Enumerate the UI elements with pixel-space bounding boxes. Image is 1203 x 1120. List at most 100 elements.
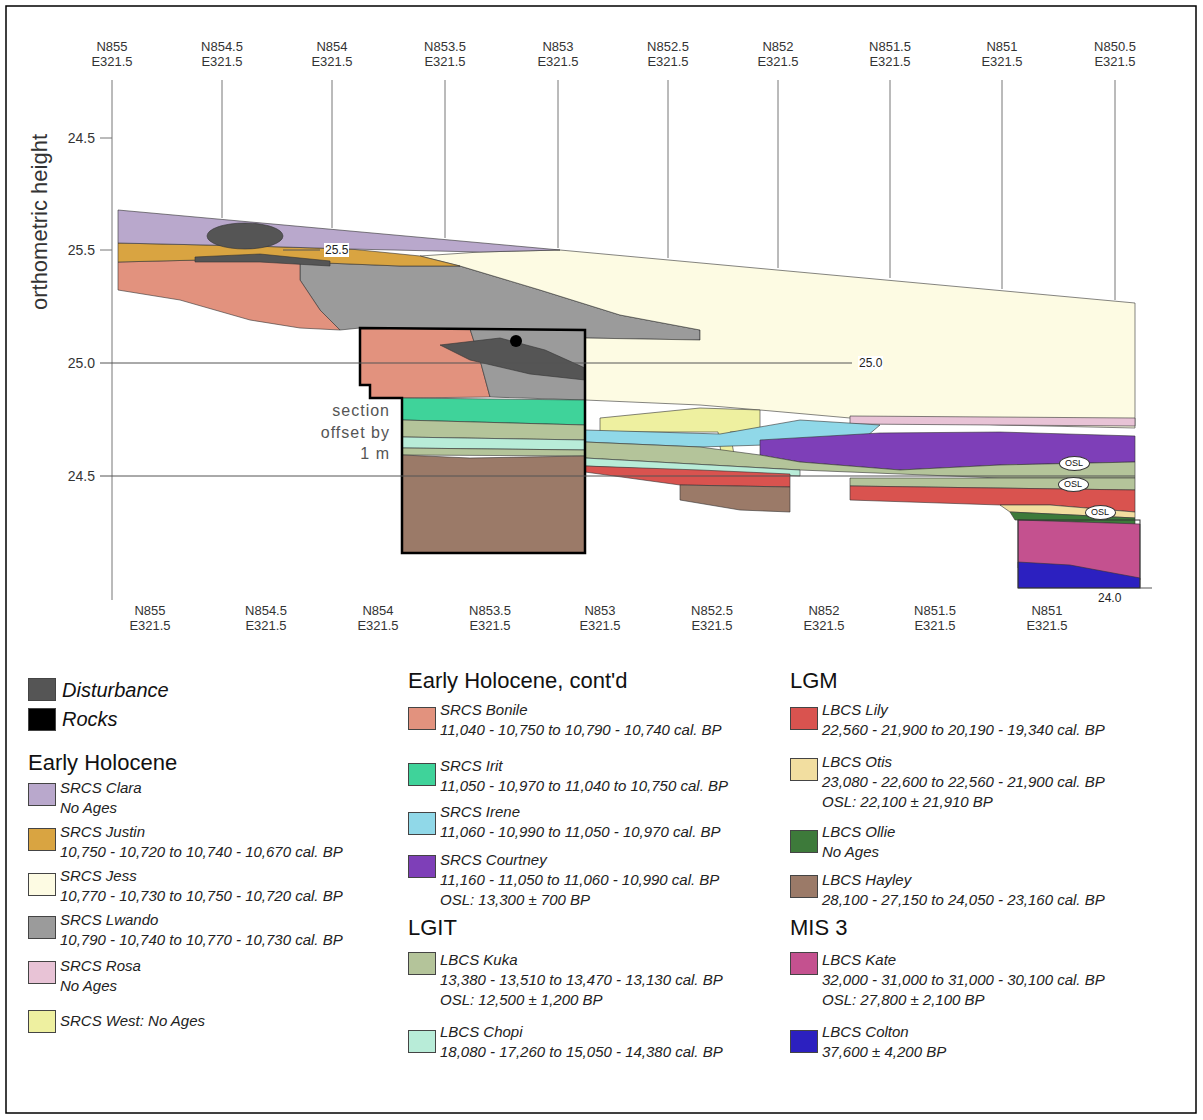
grid-coordinate: N855 E321.5 bbox=[129, 604, 170, 634]
grid-line bbox=[778, 80, 779, 268]
kuka-layer bbox=[402, 420, 585, 440]
legend-label: SRCS Rosa bbox=[60, 956, 141, 976]
legend-swatch bbox=[408, 1030, 436, 1053]
legend-swatch bbox=[28, 828, 56, 851]
period-heading: Early Holocene bbox=[28, 750, 177, 776]
rosa-layer bbox=[850, 416, 1135, 426]
offset-section-outline bbox=[360, 328, 585, 553]
legend-label: LBCS Kuka bbox=[440, 950, 518, 970]
legend-swatch bbox=[408, 952, 436, 975]
leader-line bbox=[283, 250, 320, 251]
osl-date: OSL: 27,800 ± 2,100 BP bbox=[822, 990, 985, 1010]
date-range: 11,160 - 11,050 to 11,060 - 10,990 cal. … bbox=[440, 870, 719, 890]
grid-line bbox=[890, 80, 891, 278]
date-range: 22,560 - 21,900 to 20,190 - 19,340 cal. … bbox=[822, 720, 1105, 740]
legend-label: LBCS Hayley bbox=[822, 870, 911, 890]
height-lines bbox=[100, 250, 1152, 588]
date-range: 28,100 - 27,150 to 24,050 - 23,160 cal. … bbox=[822, 890, 1105, 910]
figure-border bbox=[6, 6, 1196, 1113]
sample-label: OSL bbox=[1091, 508, 1109, 517]
grid-line bbox=[668, 80, 669, 258]
grid-line bbox=[1002, 80, 1003, 289]
legend-label: Disturbance bbox=[62, 678, 169, 702]
bonile-layer bbox=[118, 260, 340, 330]
grid-coordinate: N853 E321.5 bbox=[579, 604, 620, 634]
date-range: 11,060 - 10,990 to 11,050 - 10,970 cal. … bbox=[440, 822, 720, 842]
tick-mark bbox=[100, 250, 112, 251]
date-range: 23,080 - 22,600 to 22,560 - 21,900 cal. … bbox=[822, 772, 1105, 792]
strata bbox=[118, 210, 1140, 588]
legend-swatch bbox=[408, 707, 436, 730]
tick-label: 24.5 bbox=[68, 130, 95, 146]
disturbance-patch bbox=[195, 254, 330, 266]
legend-label: LBCS Chopi bbox=[440, 1022, 523, 1042]
grid-line bbox=[445, 80, 446, 238]
osl-date: OSL: 12,500 ± 1,200 BP bbox=[440, 990, 603, 1010]
grid-coordinate: N852 E321.5 bbox=[803, 604, 844, 634]
legend-swatch bbox=[28, 1010, 56, 1033]
date-range: 10,770 - 10,730 to 10,750 - 10,720 cal. … bbox=[60, 886, 343, 906]
legend-swatch bbox=[790, 875, 818, 898]
grid-coordinate: N854.5 E321.5 bbox=[245, 604, 287, 634]
tick-label: 24.5 bbox=[68, 468, 95, 484]
legend-swatch bbox=[790, 830, 818, 853]
date-range: 18,080 - 17,260 to 15,050 - 14,380 cal. … bbox=[440, 1042, 723, 1062]
legend-label: SRCS Irene bbox=[440, 802, 520, 822]
legend-swatch bbox=[790, 1030, 818, 1053]
grid-coordinate: N852.5 E321.5 bbox=[647, 40, 689, 70]
period-heading: LGIT bbox=[408, 915, 457, 941]
osl-date: OSL: 13,300 ± 700 BP bbox=[440, 890, 590, 910]
tick-label: 25.0 bbox=[68, 355, 95, 371]
legend-label: Rocks bbox=[62, 707, 118, 731]
date-range: 10,750 - 10,720 to 10,740 - 10,670 cal. … bbox=[60, 842, 343, 862]
legend-swatch bbox=[28, 678, 56, 701]
colton-layer bbox=[1018, 562, 1140, 588]
grid-coordinate: N854.5 E321.5 bbox=[201, 40, 243, 70]
hayley-layer bbox=[402, 455, 585, 553]
grid-line bbox=[332, 80, 333, 228]
legend-label: SRCS Clara bbox=[60, 778, 142, 798]
grid-coordinate: N851 E321.5 bbox=[1026, 604, 1067, 634]
legend-swatch bbox=[28, 708, 56, 731]
tick-mark bbox=[100, 138, 112, 139]
date-range: 11,050 - 10,970 to 11,040 to 10,750 cal.… bbox=[440, 776, 728, 796]
period-heading: MIS 3 bbox=[790, 915, 847, 941]
period-heading: Early Holocene, cont'd bbox=[408, 668, 627, 694]
legend-label: LBCS Colton bbox=[822, 1022, 909, 1042]
legend-swatch bbox=[28, 916, 56, 939]
grid-coordinate: N851.5 E321.5 bbox=[869, 40, 911, 70]
date-range: 37,600 ± 4,200 BP bbox=[822, 1042, 946, 1062]
osl-sample: OSL bbox=[1085, 505, 1116, 520]
legend-swatch bbox=[790, 707, 818, 730]
grid-line bbox=[558, 80, 559, 248]
legend-label: LBCS Lily bbox=[822, 700, 888, 720]
rock bbox=[510, 335, 522, 347]
height-label: 25.0 bbox=[858, 356, 883, 370]
height-line bbox=[100, 476, 1135, 477]
grid-coordinate: N853.5 E321.5 bbox=[424, 40, 466, 70]
osl-date: OSL: 22,100 ± 21,910 BP bbox=[822, 792, 993, 812]
hayley-layer bbox=[680, 485, 790, 512]
date-range: 11,040 - 10,750 to 10,790 - 10,740 cal. … bbox=[440, 720, 722, 740]
grid-coordinate: N852 E321.5 bbox=[757, 40, 798, 70]
legend-label: SRCS Courtney bbox=[440, 850, 547, 870]
legend-swatch bbox=[28, 961, 56, 984]
sample-label: OSL bbox=[1065, 459, 1083, 468]
grid-coordinate: N851 E321.5 bbox=[981, 40, 1022, 70]
grid-line bbox=[222, 80, 223, 218]
grid-coordinate: N850.5 E321.5 bbox=[1094, 40, 1136, 70]
date-range: 32,000 - 31,000 to 31,000 - 30,100 cal. … bbox=[822, 970, 1105, 990]
date-range: 10,790 - 10,740 to 10,770 - 10,730 cal. … bbox=[60, 930, 343, 950]
section-note: section offset by 1 m bbox=[314, 400, 390, 465]
legend-swatch bbox=[408, 763, 436, 786]
grid-coordinate: N851.5 E321.5 bbox=[914, 604, 956, 634]
date-range: No Ages bbox=[60, 976, 117, 996]
date-range: 13,380 - 13,510 to 13,470 - 13,130 cal. … bbox=[440, 970, 723, 990]
grid-line bbox=[1115, 80, 1116, 300]
legend-label: LBCS Otis bbox=[822, 752, 892, 772]
legend-label: SRCS Lwando bbox=[60, 910, 158, 930]
legend-swatch bbox=[790, 758, 818, 781]
legend-swatch bbox=[28, 873, 56, 896]
